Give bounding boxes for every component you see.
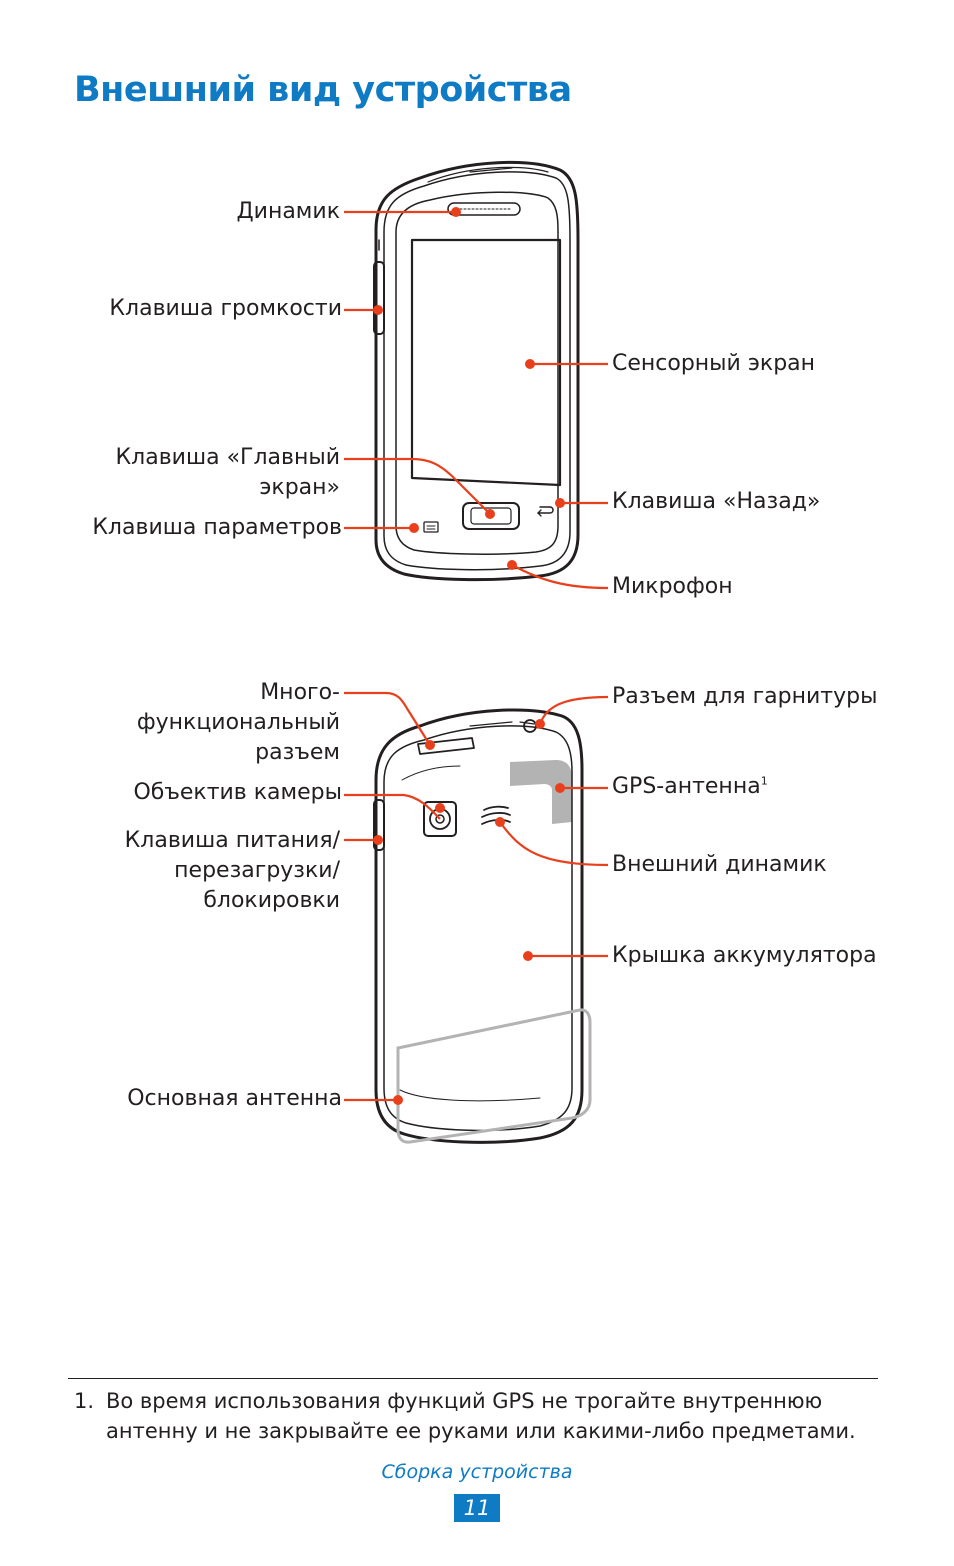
- footnote-number: 1.: [74, 1389, 95, 1413]
- label-main-antenna-text: Основная антенна: [127, 1086, 342, 1111]
- label-power-key-line2: перезагрузки/: [174, 858, 340, 883]
- label-touch-screen: Сенсорный экран: [612, 349, 815, 379]
- label-speaker-text: Динамик: [236, 199, 340, 224]
- footnote-divider: [68, 1378, 878, 1379]
- label-volume-key: Клавиша громкости: [109, 294, 342, 324]
- back-callouts: [344, 691, 609, 1102]
- label-camera-lens: Объектив камеры: [133, 778, 342, 808]
- label-back-key: Клавиша «Назад»: [612, 487, 820, 517]
- label-speaker: Динамик: [236, 197, 340, 227]
- label-power-key-line1: Клавиша питания/: [124, 828, 340, 853]
- label-back-key-text: Клавиша «Назад»: [612, 489, 821, 514]
- label-multi-jack-line2: функциональный: [136, 710, 340, 735]
- footnote-text: Во время использования функций GPS не тр…: [106, 1386, 886, 1446]
- label-headset-jack: Разъем для гарнитуры: [612, 682, 877, 712]
- section-name: Сборка устройства: [381, 1461, 573, 1483]
- label-home-key: Клавиша «Главный экран»: [116, 443, 340, 503]
- label-external-speaker: Внешний динамик: [612, 850, 827, 880]
- back-callout-dots: [373, 719, 565, 1105]
- label-power-key-line3: блокировки: [203, 888, 340, 913]
- label-camera-lens-text: Объектив камеры: [133, 780, 342, 805]
- label-external-speaker-text: Внешний динамик: [612, 852, 827, 877]
- label-touch-screen-text: Сенсорный экран: [612, 351, 816, 376]
- footnote-line1: Во время использования функций GPS не тр…: [106, 1389, 823, 1413]
- label-home-key-line2: экран»: [259, 475, 340, 500]
- label-menu-key-text: Клавиша параметров: [92, 515, 342, 540]
- label-volume-key-text: Клавиша громкости: [109, 296, 342, 321]
- page-title: Внешний вид устройства: [74, 70, 572, 110]
- label-headset-jack-text: Разъем для гарнитуры: [612, 684, 878, 709]
- label-gps-antenna-text: GPS-антенна: [612, 774, 761, 799]
- footnote-mark: 1: [760, 774, 768, 788]
- main-antenna-highlight: [396, 1008, 592, 1144]
- label-microphone-text: Микрофон: [612, 574, 733, 599]
- label-battery-cover-text: Крышка аккумулятора: [612, 943, 877, 968]
- front-callout-dots: [373, 207, 565, 570]
- label-microphone: Микрофон: [612, 572, 733, 602]
- label-gps-antenna: GPS-антенна1: [612, 772, 768, 802]
- phone-front: [373, 160, 580, 582]
- page-number: 11: [454, 1494, 500, 1522]
- label-main-antenna: Основная антенна: [127, 1084, 342, 1114]
- phone-back: [373, 708, 584, 1144]
- front-callouts: [344, 210, 609, 590]
- label-power-key: Клавиша питания/ перезагрузки/ блокировк…: [125, 826, 340, 916]
- label-menu-key: Клавиша параметров: [92, 513, 342, 543]
- gps-antenna-highlight: [510, 760, 572, 824]
- label-battery-cover: Крышка аккумулятора: [612, 941, 877, 971]
- label-multi-jack-line1: Много-: [260, 680, 340, 705]
- label-multi-jack-line3: разъем: [255, 740, 340, 765]
- footnote-line2: антенну и не закрывайте ее руками или ка…: [106, 1419, 856, 1443]
- label-multi-jack: Много- функциональный разъем: [137, 678, 340, 768]
- label-home-key-line1: Клавиша «Главный: [115, 445, 340, 470]
